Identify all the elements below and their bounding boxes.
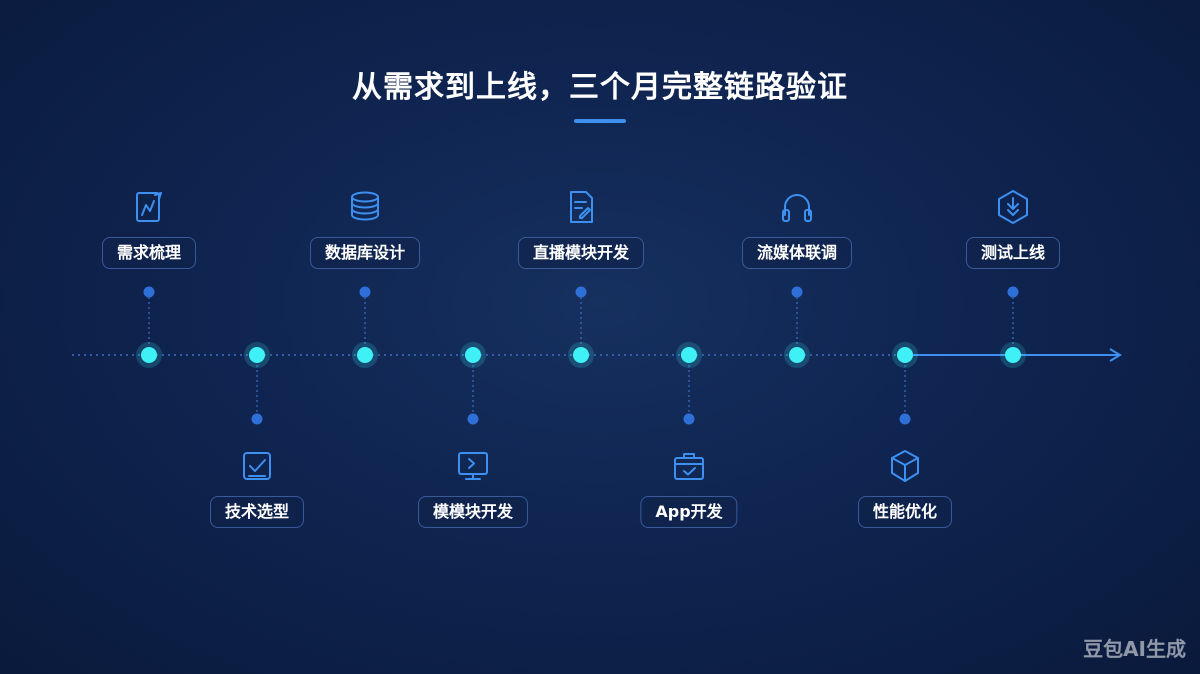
timeline-node xyxy=(357,347,373,363)
stage-label: App开发 xyxy=(640,496,738,528)
document-edit-icon xyxy=(561,187,601,227)
stage-label: 性能优化 xyxy=(857,496,953,528)
database-icon xyxy=(345,187,385,227)
stage-label: 流媒体联调 xyxy=(741,237,853,269)
page-title: 从需求到上线，三个月完整链路验证 xyxy=(352,70,848,105)
cube-icon xyxy=(885,446,925,486)
stage-connector-dot xyxy=(791,286,803,298)
stage-connector-dot xyxy=(575,286,587,298)
timeline-node xyxy=(141,347,157,363)
stage-connector-dot xyxy=(899,413,911,425)
stage-connector-dot xyxy=(359,286,371,298)
stage-connector-dot xyxy=(683,413,695,425)
stage-connector-dot xyxy=(143,286,155,298)
timeline-node xyxy=(897,347,913,363)
stage-connector-dot xyxy=(467,413,479,425)
timeline-node xyxy=(789,347,805,363)
timeline-node xyxy=(249,347,265,363)
timeline-arrowhead xyxy=(1109,348,1122,362)
selection-check-icon xyxy=(237,446,277,486)
hexagon-download-icon xyxy=(993,187,1033,227)
stage-label: 直播模块开发 xyxy=(517,237,645,269)
requirements-chart-icon xyxy=(129,187,169,227)
stage-label: 模模块开发 xyxy=(417,496,529,528)
headphones-icon xyxy=(777,187,817,227)
timeline-node xyxy=(1005,347,1021,363)
briefcase-check-icon xyxy=(669,446,709,486)
timeline-node xyxy=(681,347,697,363)
terminal-screen-icon xyxy=(453,446,493,486)
timeline-node xyxy=(465,347,481,363)
stage-label: 需求梳理 xyxy=(101,237,197,269)
watermark: 豆包AI生成 xyxy=(1083,637,1186,661)
stage-label: 测试上线 xyxy=(965,237,1061,269)
stage-connector-dot xyxy=(1007,286,1019,298)
stage-label: 技术选型 xyxy=(209,496,305,528)
stage-label: 数据库设计 xyxy=(309,237,421,269)
stage-connector-dot xyxy=(251,413,263,425)
title-underline xyxy=(574,119,626,123)
timeline-node xyxy=(573,347,589,363)
